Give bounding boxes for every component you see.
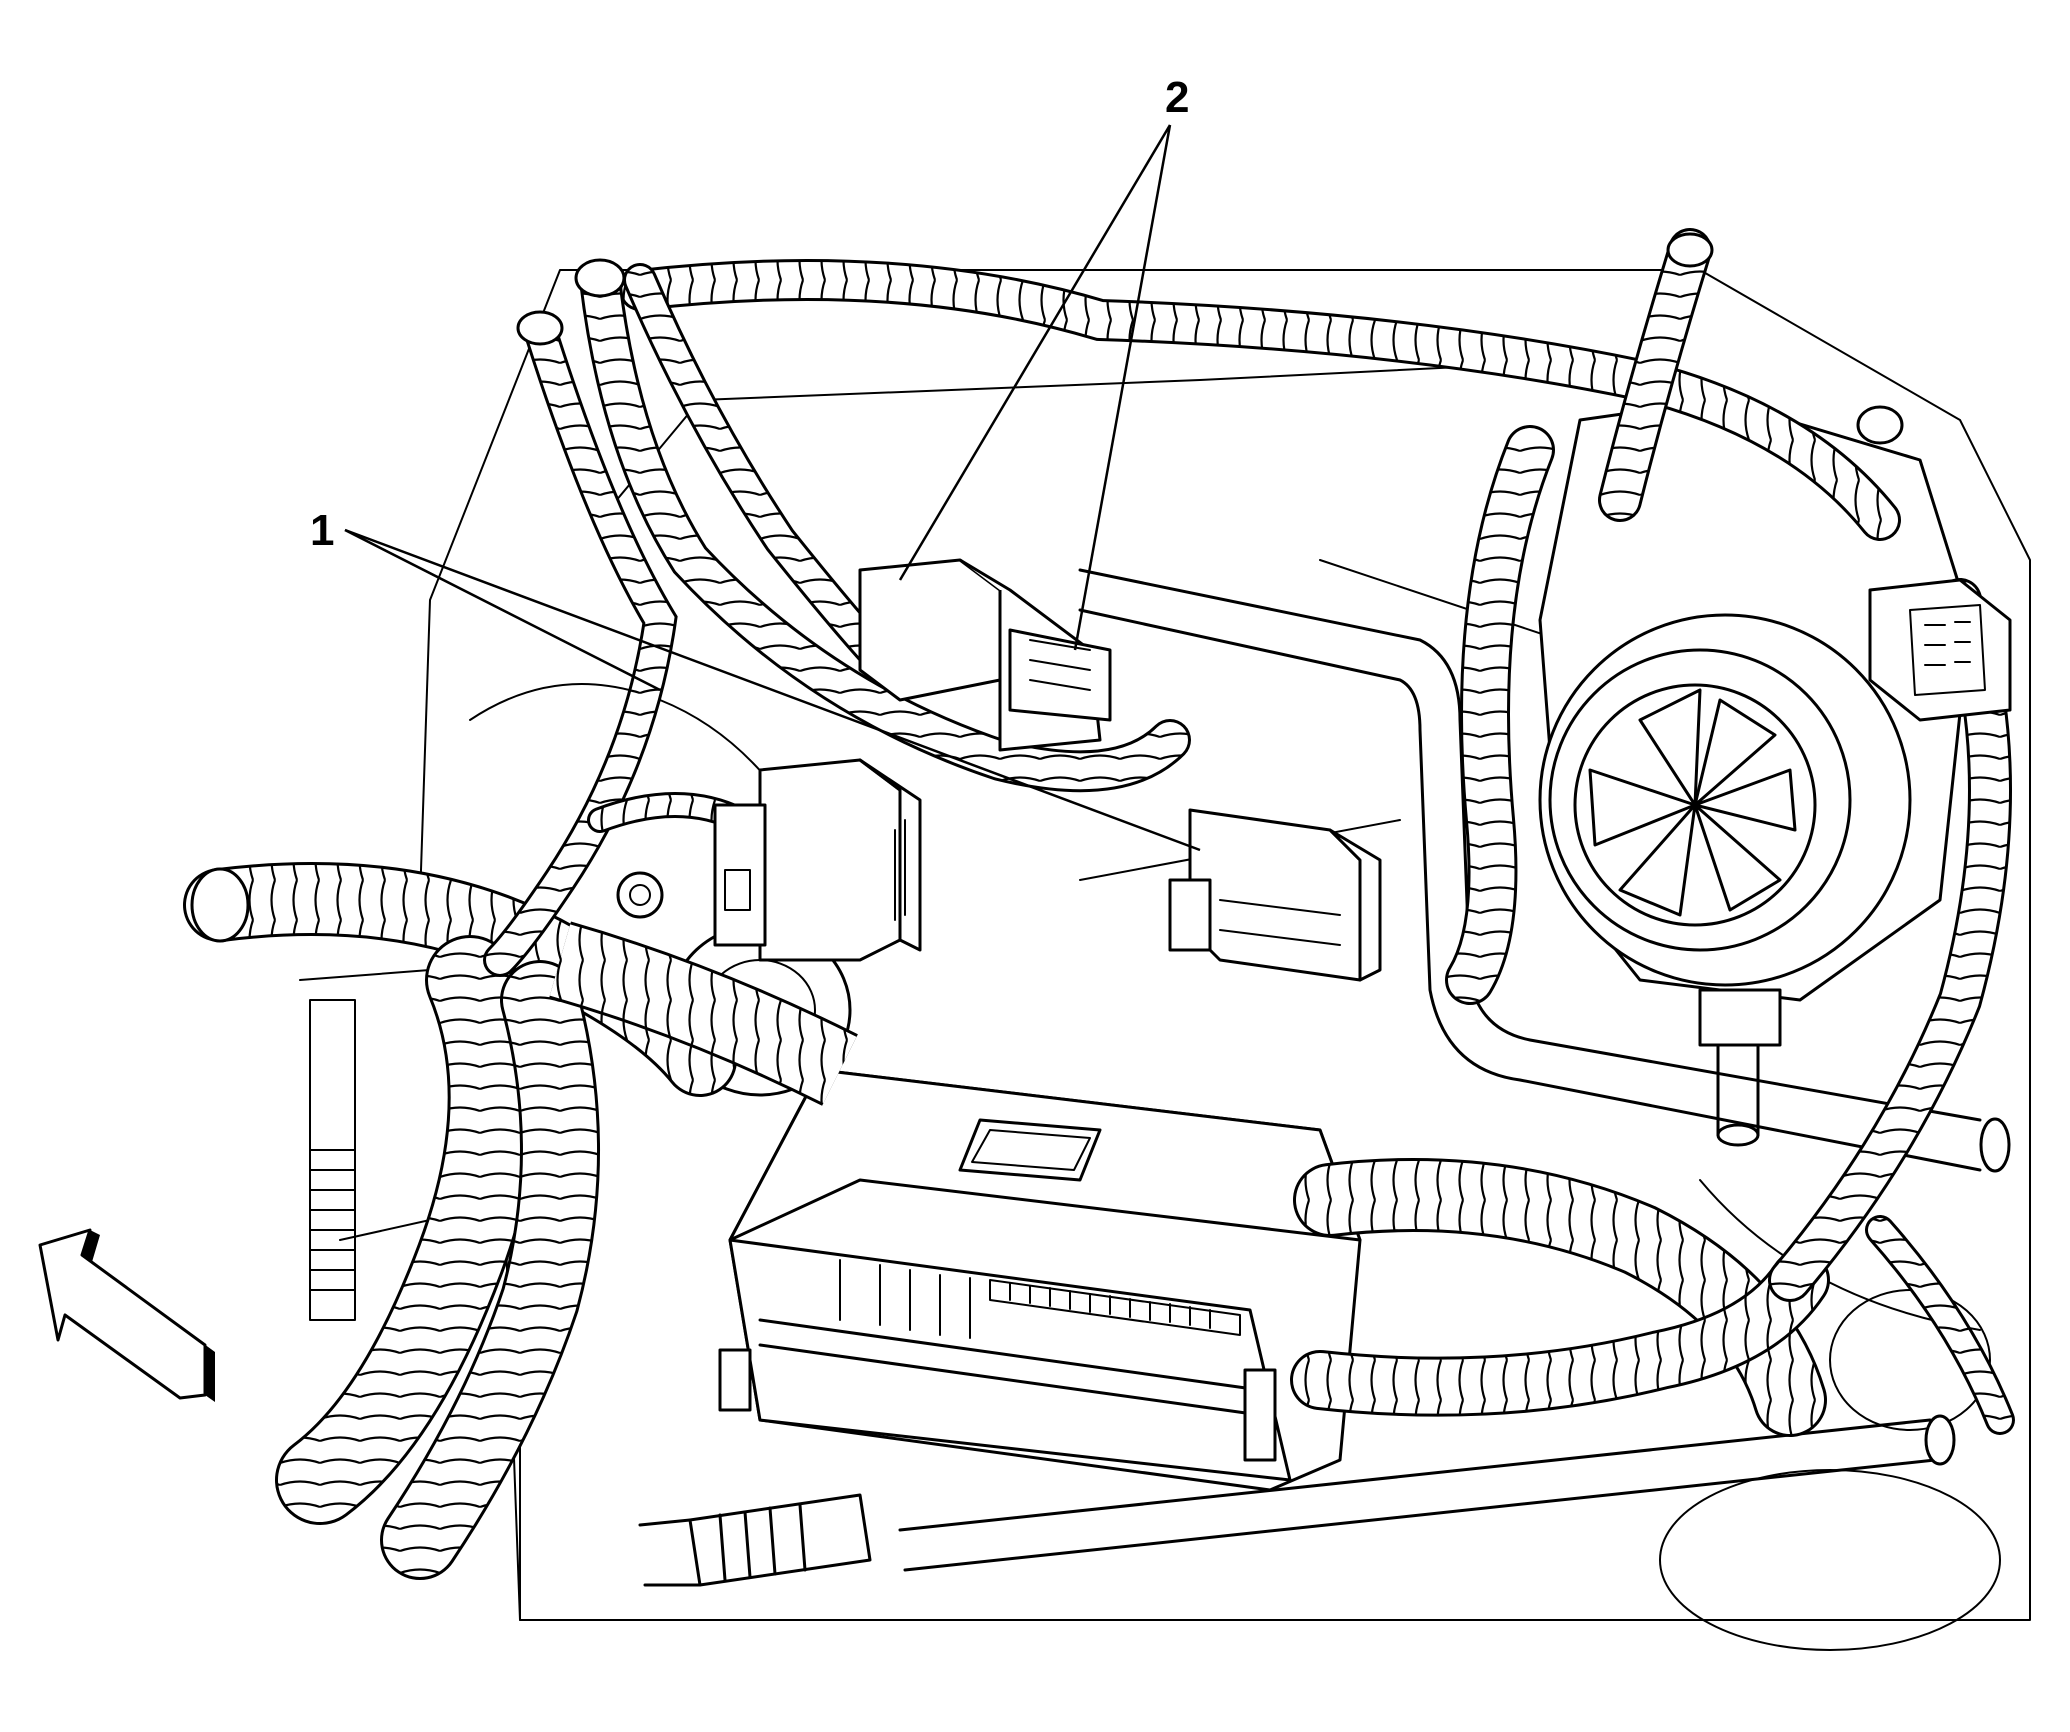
lower-pulley	[1659, 1469, 2001, 1651]
throttle-body	[1538, 398, 1972, 1147]
callout-label-2: 2	[1165, 73, 1189, 122]
fuel-tube	[638, 568, 2011, 1587]
connector-upper-2	[858, 558, 1112, 752]
forward-direction-arrow-icon	[38, 1228, 215, 1402]
callout-label-1: 1	[310, 506, 334, 555]
ground-stud	[616, 871, 664, 919]
leader-lines-callout-1	[344, 528, 1201, 852]
throttle-spokes	[1588, 688, 1797, 917]
connector-left-1	[713, 758, 922, 962]
control-module	[718, 1068, 1362, 1492]
leader-lines-callout-2	[898, 124, 1172, 651]
radiator-fins	[309, 999, 356, 1321]
sensor-connector-right	[1868, 578, 2012, 722]
connector-right-1	[1168, 808, 1382, 982]
